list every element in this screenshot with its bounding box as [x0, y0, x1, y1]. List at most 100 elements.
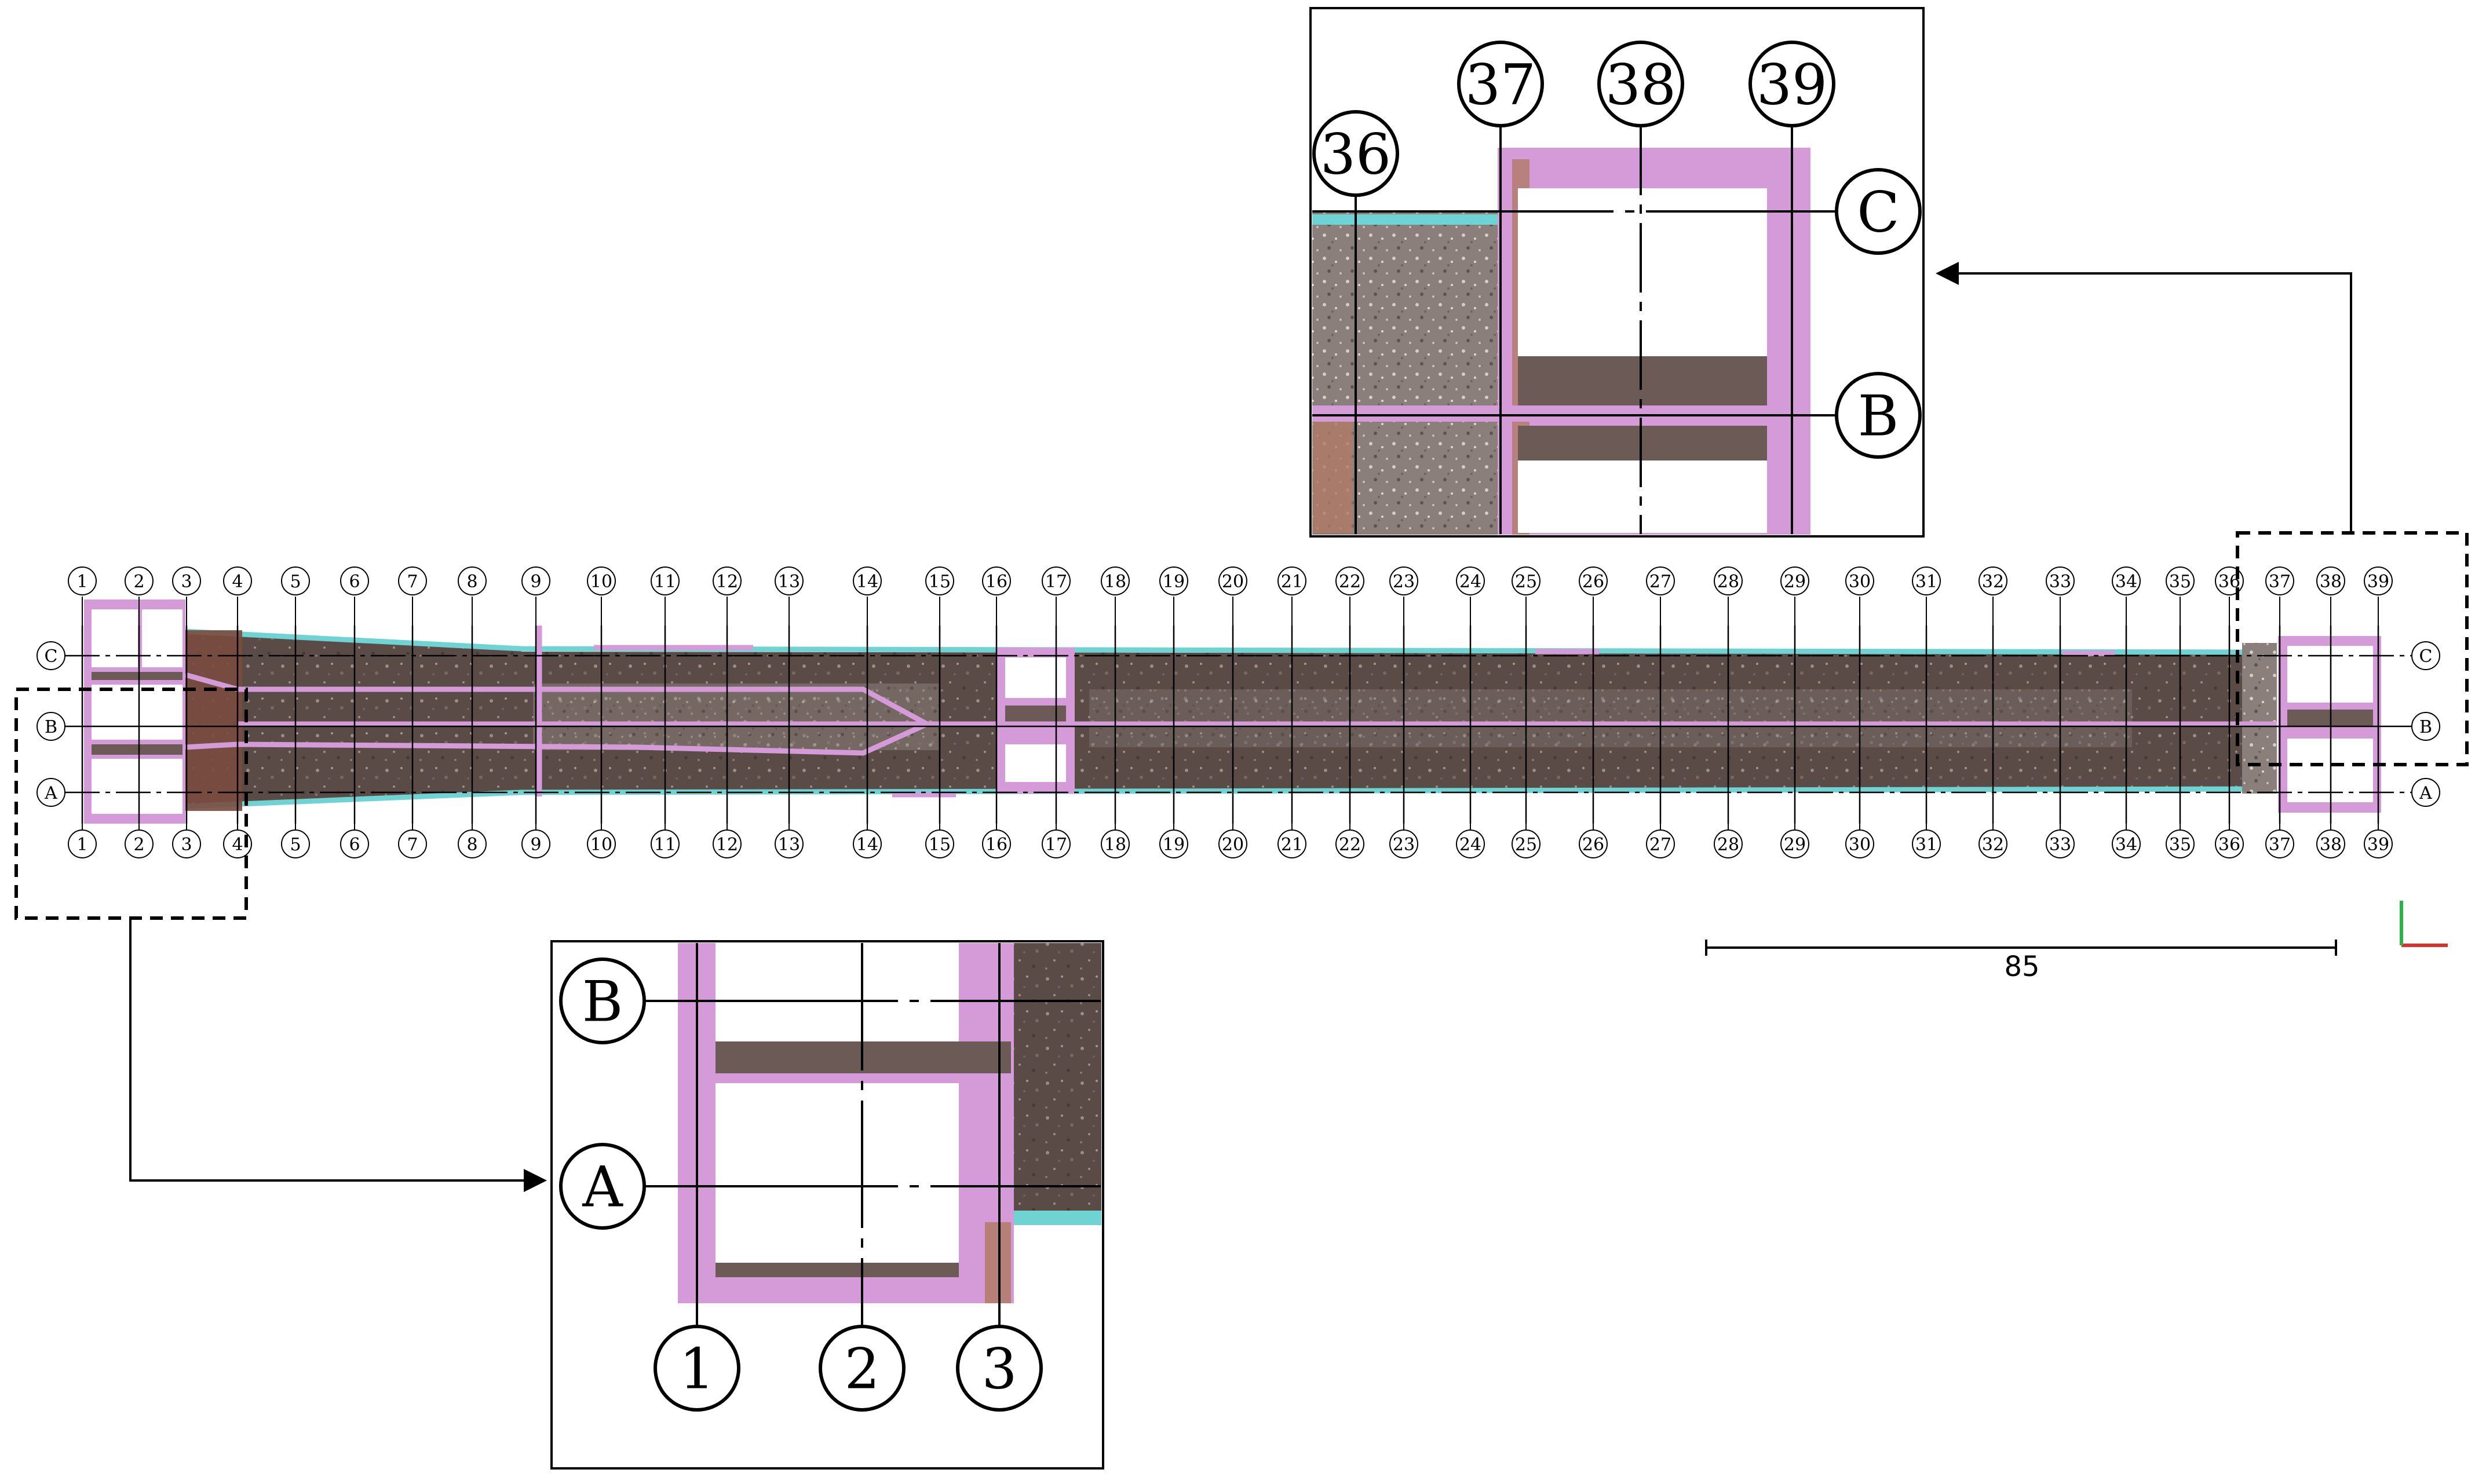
detail-left-column-bubble-2-label: 2 [844, 1337, 879, 1402]
detail-left-column-bubble-3-label: 3 [981, 1337, 1017, 1402]
column-bubble-bottom-30-label: 30 [1849, 835, 1871, 855]
column-bubble-top-29-label: 29 [1784, 572, 1806, 592]
column-bubble-top-27-label: 27 [1649, 572, 1671, 592]
column-bubble-top-38: 38 [2316, 566, 2345, 595]
column-bubble-top-12-label: 12 [716, 572, 738, 592]
column-bubble-bottom-21-label: 21 [1281, 835, 1303, 855]
column-bubble-top-13-label: 13 [778, 572, 800, 592]
mid-structure [996, 648, 1075, 794]
corridor-bottom-edge [185, 786, 2275, 809]
column-bubble-top-2: 2 [125, 566, 154, 595]
column-bubble-top-15: 15 [925, 566, 954, 595]
column-bubble-top-37-label: 37 [2269, 572, 2291, 592]
row-bubble-left-B-label: B [45, 717, 57, 737]
column-bubble-top-28-label: 28 [1717, 572, 1739, 592]
column-bubble-bottom-11-label: 11 [654, 835, 676, 855]
column-bubble-bottom-3-label: 3 [181, 835, 192, 855]
column-bubble-top-8: 8 [458, 566, 487, 595]
column-bubble-top-22: 22 [1335, 566, 1364, 595]
column-bubble-bottom-27-label: 27 [1649, 835, 1671, 855]
column-bubble-top-19: 19 [1159, 566, 1188, 595]
column-bubble-top-39: 39 [2364, 566, 2393, 595]
column-bubble-bottom-11: 11 [651, 829, 680, 858]
column-bubble-bottom-17-label: 17 [1045, 835, 1067, 855]
row-bubble-left-A: A [36, 778, 65, 807]
row-bubble-left-C: C [36, 641, 65, 670]
main-plan [84, 600, 2381, 824]
column-bubble-top-25-label: 25 [1515, 572, 1537, 592]
column-bubble-bottom-4-label: 4 [232, 835, 243, 855]
corridor-light-strip [533, 683, 939, 750]
column-bubble-top-26: 26 [1579, 566, 1608, 595]
column-bubble-bottom-8-label: 8 [466, 835, 477, 855]
column-bubble-top-3: 3 [172, 566, 201, 595]
column-bubble-bottom-24-label: 24 [1459, 835, 1481, 855]
column-bubble-top-17: 17 [1042, 566, 1071, 595]
column-bubble-top-16: 16 [982, 566, 1011, 595]
column-bubble-bottom-13: 13 [775, 829, 804, 858]
column-bubble-top-9: 9 [521, 566, 550, 595]
column-bubble-bottom-30: 30 [1845, 829, 1874, 858]
column-bubble-bottom-2: 2 [125, 829, 154, 858]
column-bubble-bottom-36-label: 36 [2218, 835, 2240, 855]
detail-right-row-bubble-C: C [1835, 168, 1922, 255]
column-bubble-bottom-22-label: 22 [1339, 835, 1361, 855]
column-bubble-bottom-5-label: 5 [290, 835, 301, 855]
row-bubble-right-A: A [2411, 778, 2440, 807]
column-bubble-top-32-label: 32 [1982, 572, 2004, 592]
column-bubble-bottom-33: 33 [2046, 829, 2075, 858]
column-bubble-top-19-label: 19 [1163, 572, 1185, 592]
column-bubble-bottom-24: 24 [1456, 829, 1485, 858]
left-brick-block [184, 630, 242, 811]
column-bubble-top-16-label: 16 [985, 572, 1007, 592]
column-bubble-top-20-label: 20 [1222, 572, 1244, 592]
column-bubble-top-27: 27 [1646, 566, 1675, 595]
column-bubble-top-14-label: 14 [856, 572, 878, 592]
left-leader-arrow [129, 918, 547, 1192]
detail-right-column-bubble-37: 37 [1457, 41, 1544, 127]
column-bubble-bottom-9-label: 9 [530, 835, 541, 855]
detail-left-row-bubble-A-label: A [582, 1155, 623, 1220]
column-bubble-bottom-16: 16 [982, 829, 1011, 858]
detail-right-column-bubble-36-label: 36 [1320, 122, 1391, 187]
column-bubble-bottom-15-label: 15 [929, 835, 951, 855]
detail-right-column-bubble-38-label: 38 [1605, 53, 1676, 118]
column-bubble-top-2-label: 2 [133, 572, 144, 592]
column-bubble-bottom-23-label: 23 [1393, 835, 1415, 855]
column-bubble-bottom-29: 29 [1780, 829, 1809, 858]
column-bubble-bottom-25-label: 25 [1515, 835, 1537, 855]
column-bubble-top-34: 34 [2112, 566, 2141, 595]
column-bubble-bottom-8: 8 [458, 829, 487, 858]
column-bubble-bottom-34-label: 34 [2115, 835, 2137, 855]
column-bubble-bottom-32: 32 [1978, 829, 2007, 858]
column-bubble-top-23-label: 23 [1393, 572, 1415, 592]
column-bubble-top-30-label: 30 [1849, 572, 1871, 592]
column-bubble-top-33-label: 33 [2049, 572, 2071, 592]
column-bubble-top-3-label: 3 [181, 572, 192, 592]
column-bubble-bottom-26: 26 [1579, 829, 1608, 858]
detail-right-column-bubble-39: 39 [1748, 41, 1835, 127]
column-bubble-bottom-3: 3 [172, 829, 201, 858]
column-bubble-bottom-1-label: 1 [76, 835, 87, 855]
column-bubble-bottom-39-label: 39 [2367, 835, 2389, 855]
column-bubble-bottom-35: 35 [2166, 829, 2195, 858]
column-bubble-bottom-38: 38 [2316, 829, 2345, 858]
column-bubble-bottom-38-label: 38 [2320, 835, 2342, 855]
column-bubble-top-39-label: 39 [2367, 572, 2389, 592]
column-bubble-bottom-23: 23 [1389, 829, 1418, 858]
main-column-bubbles: 1122334455667788991010111112121313141415… [68, 566, 2393, 858]
detail-right-column-bubble-39-label: 39 [1757, 53, 1827, 118]
detail-right-row-bubble-C-label: C [1857, 180, 1899, 245]
column-bubble-top-7: 7 [398, 566, 427, 595]
column-bubble-bottom-28-label: 28 [1717, 835, 1739, 855]
column-bubble-bottom-20: 20 [1218, 829, 1247, 858]
column-bubble-top-12: 12 [713, 566, 742, 595]
column-bubble-top-35-label: 35 [2169, 572, 2191, 592]
column-bubble-bottom-22: 22 [1335, 829, 1364, 858]
column-bubble-top-14: 14 [853, 566, 882, 595]
column-bubble-bottom-7-label: 7 [407, 835, 418, 855]
column-bubble-top-21: 21 [1277, 566, 1306, 595]
column-bubble-top-35: 35 [2166, 566, 2195, 595]
column-bubble-bottom-6: 6 [340, 829, 369, 858]
column-bubble-top-1-label: 1 [76, 572, 87, 592]
